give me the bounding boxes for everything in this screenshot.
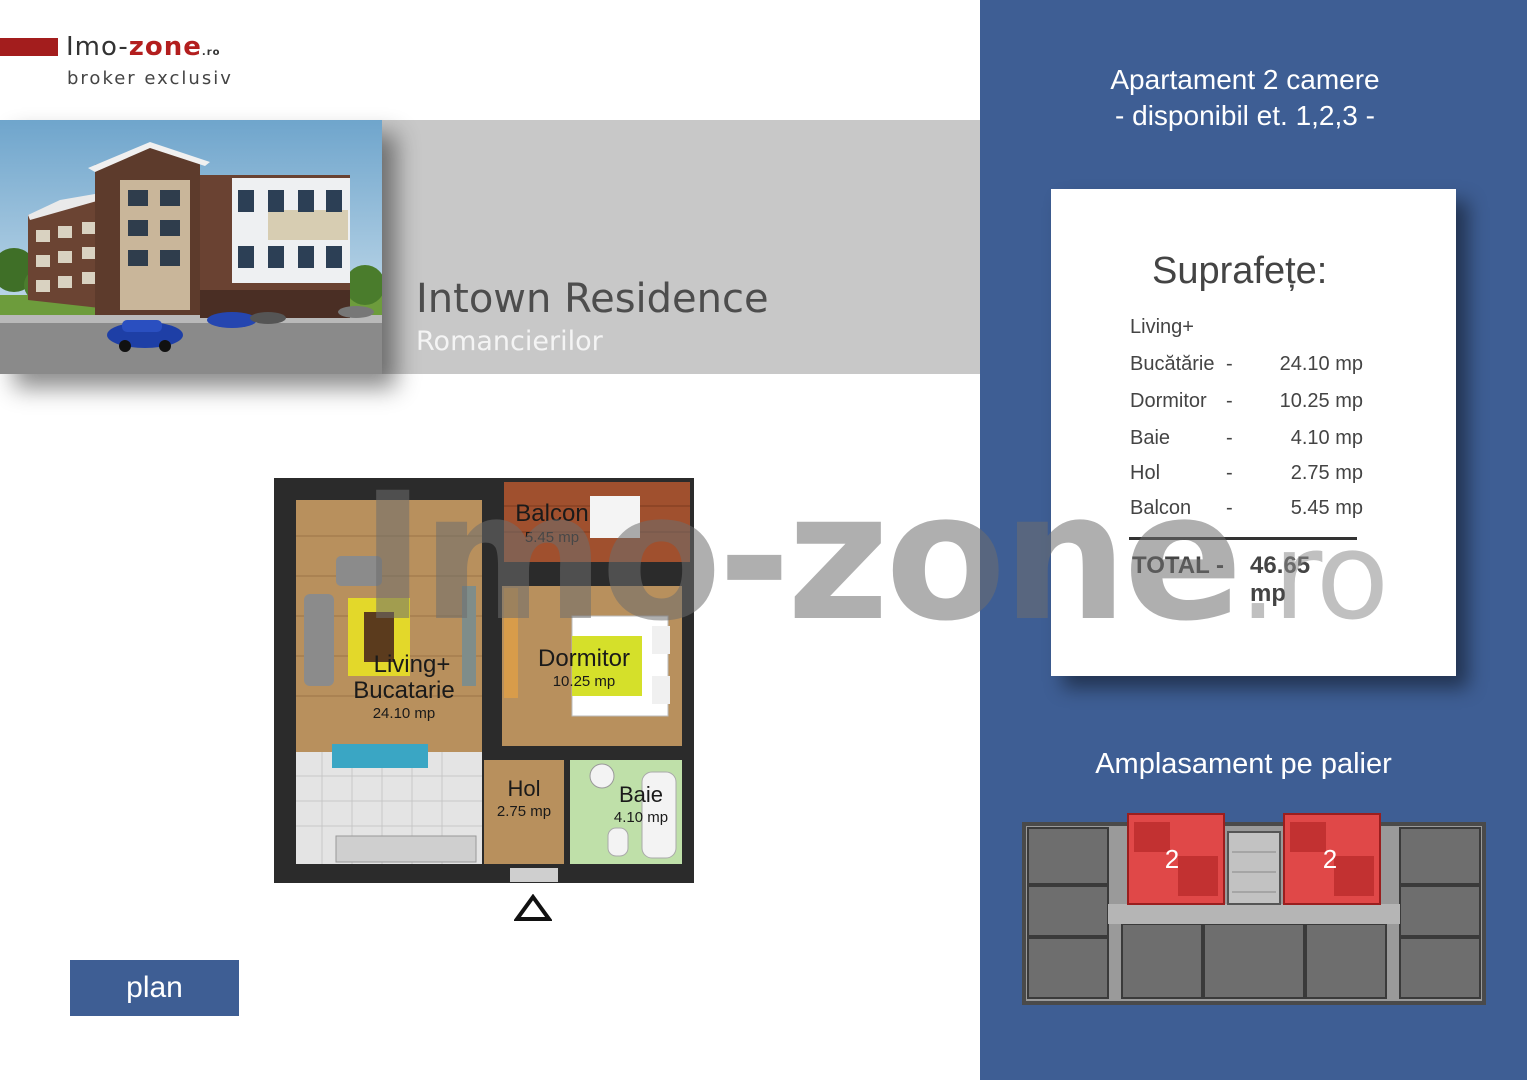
total-label: TOTAL xyxy=(1132,552,1210,579)
room-label-balcon: Balcon xyxy=(515,500,588,527)
floor-plan-drawing: Balcon 5.45 mp Living+ Bucatarie 24.10 m… xyxy=(274,478,694,883)
surface-name: Balcon xyxy=(1130,497,1192,519)
apartment-title: Apartament 2 camere - disponibil et. 1,2… xyxy=(980,62,1510,134)
room-label-living: Living+ xyxy=(374,651,451,678)
surface-dash: - xyxy=(1226,390,1233,412)
room-area-hol: 2.75 mp xyxy=(497,803,551,820)
room-label-bucatarie: Bucatarie xyxy=(353,677,454,704)
logo-brand-ro: .ro xyxy=(201,47,221,58)
room-area-baie: 4.10 mp xyxy=(614,809,668,826)
surface-value: 5.45 mp xyxy=(1290,497,1363,519)
surface-row: Hol - 2.75 mp xyxy=(1130,462,1363,485)
room-area-dormitor: 10.25 mp xyxy=(553,673,616,690)
room-label-dormitor: Dormitor xyxy=(538,645,630,672)
surface-total: TOTAL - 46.65 mp xyxy=(1132,552,1310,607)
banner-subtitle: Romancierilor xyxy=(416,326,603,357)
surfaces-title: Suprafețe: xyxy=(1152,250,1328,292)
placement-title: Amplasament pe palier xyxy=(1095,748,1392,780)
room-area-balcon: 5.45 mp xyxy=(525,529,579,546)
total-divider xyxy=(1129,537,1357,540)
watermark: Imo-zone.ro xyxy=(360,455,1389,660)
surface-row: Balcon - 5.45 mp xyxy=(1130,497,1363,520)
logo-tagline: broker exclusiv xyxy=(67,68,233,89)
apartment-availability: - disponibil et. 1,2,3 - xyxy=(1115,100,1375,131)
watermark-main: Imo-zone xyxy=(360,455,1243,660)
logo[interactable]: Imo-zone.ro xyxy=(66,32,221,62)
entrance-triangle-icon xyxy=(514,894,552,921)
surface-name: Living+ xyxy=(1130,316,1194,338)
surface-value: 4.10 mp xyxy=(1290,427,1363,449)
placement-unit-right: 2 xyxy=(1323,844,1337,874)
surface-dash: - xyxy=(1226,462,1233,484)
surface-row: Baie - 4.10 mp xyxy=(1130,427,1363,450)
banner-title: Intown Residence xyxy=(416,276,769,322)
logo-bar xyxy=(0,38,58,56)
total-value: 46.65 mp xyxy=(1250,552,1311,607)
surface-dash: - xyxy=(1226,353,1233,375)
floor-plan-overview: 2 2 xyxy=(1022,813,1486,1005)
surface-row: Dormitor - 10.25 mp xyxy=(1130,390,1363,413)
surfaces-card xyxy=(1051,189,1456,676)
building-illustration xyxy=(0,120,382,374)
logo-brand-bold: zone xyxy=(128,32,202,62)
placement-unit-left: 2 xyxy=(1165,844,1179,874)
floor-placement-map: 2 2 xyxy=(1022,812,1486,1005)
room-area-living: 24.10 mp xyxy=(373,705,436,722)
surface-name: Hol xyxy=(1130,462,1161,484)
surface-value: 2.75 mp xyxy=(1290,462,1363,484)
apartment-floor-plan: Balcon 5.45 mp Living+ Bucatarie 24.10 m… xyxy=(272,476,700,886)
surface-dash: - xyxy=(1226,427,1233,449)
surface-row: Living+ xyxy=(1130,316,1194,339)
surface-value: 24.10 mp xyxy=(1279,353,1363,375)
watermark-suffix: .ro xyxy=(1238,508,1389,647)
plan-button[interactable]: plan xyxy=(70,960,239,1016)
surface-row: Bucătărie - 24.10 mp xyxy=(1130,353,1363,376)
surface-name: Baie xyxy=(1130,427,1171,449)
surface-value: 10.25 mp xyxy=(1279,390,1363,412)
building-photo xyxy=(0,120,382,374)
total-dash: - xyxy=(1216,552,1224,579)
logo-brand-start: Imo- xyxy=(66,32,129,62)
apartment-type: Apartament 2 camere xyxy=(1110,64,1380,95)
surface-name: Bucătărie xyxy=(1130,353,1215,375)
surface-name: Dormitor xyxy=(1130,390,1207,412)
room-label-baie: Baie xyxy=(619,782,663,807)
surface-dash: - xyxy=(1226,497,1233,519)
room-label-hol: Hol xyxy=(507,776,540,801)
